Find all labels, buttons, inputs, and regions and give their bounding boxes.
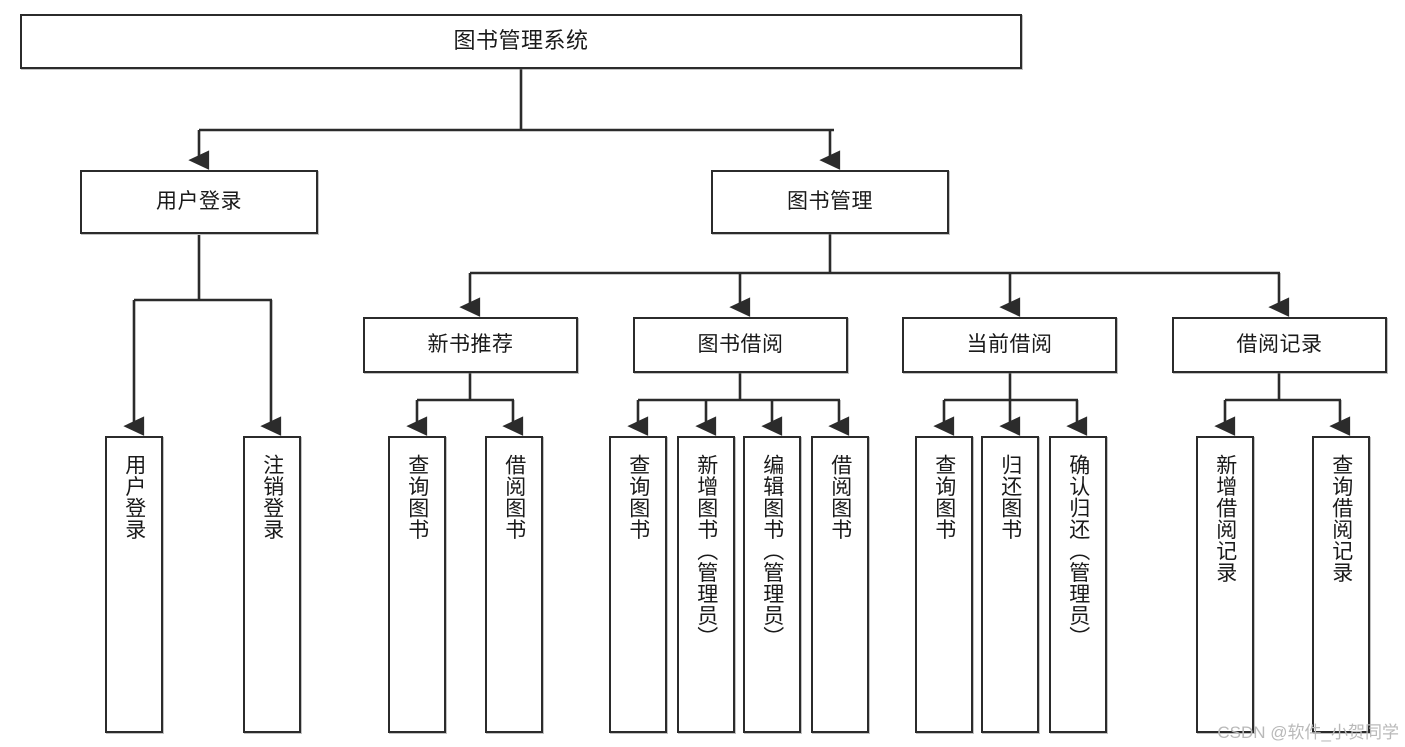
leaf-query-book-recommend[interactable]: 查询图书 <box>388 436 446 733</box>
node-label: 借阅图书 <box>828 454 852 540</box>
node-label: 新增借阅记录 <box>1213 454 1237 583</box>
leaf-user-login[interactable]: 用户登录 <box>105 436 163 733</box>
leaf-add-borrow-record[interactable]: 新增借阅记录 <box>1196 436 1254 733</box>
node-label: 图书管理系统 <box>453 28 589 54</box>
node-label: 借阅图书 <box>502 454 526 540</box>
node-root-book-management-system[interactable]: 图书管理系统 <box>20 14 1022 69</box>
node-label: 查询借阅记录 <box>1329 454 1353 583</box>
node-label: 图书借阅 <box>697 333 784 357</box>
node-borrow-record[interactable]: 借阅记录 <box>1172 317 1387 373</box>
leaf-borrow-book-recommend[interactable]: 借阅图书 <box>485 436 543 733</box>
csdn-watermark: CSDN @软件_小贺同学 <box>1217 723 1399 742</box>
node-label: 图书管理 <box>787 190 873 214</box>
node-label: 当前借阅 <box>966 333 1053 357</box>
node-book-management[interactable]: 图书管理 <box>711 170 949 234</box>
leaf-confirm-return[interactable]: 确认归还（管理员） <box>1049 436 1107 733</box>
leaf-logout[interactable]: 注销登录 <box>243 436 301 733</box>
node-label: 新增图书（管理员） <box>694 454 718 648</box>
node-label: 用户登录 <box>122 454 146 540</box>
node-label: 归还图书 <box>998 454 1022 540</box>
node-label: 用户登录 <box>156 190 242 214</box>
leaf-borrow-book[interactable]: 借阅图书 <box>811 436 869 733</box>
node-label: 新书推荐 <box>427 333 514 357</box>
node-label: 编辑图书（管理员） <box>760 454 784 648</box>
node-label: 查询图书 <box>626 454 650 540</box>
node-label: 查询图书 <box>932 454 956 540</box>
node-label: 查询图书 <box>405 454 429 540</box>
node-user-login[interactable]: 用户登录 <box>80 170 318 234</box>
node-label: 确认归还（管理员） <box>1066 454 1090 648</box>
leaf-query-book-current[interactable]: 查询图书 <box>915 436 973 733</box>
node-book-borrow[interactable]: 图书借阅 <box>633 317 848 373</box>
leaf-add-book[interactable]: 新增图书（管理员） <box>677 436 735 733</box>
node-new-book-recommend[interactable]: 新书推荐 <box>363 317 578 373</box>
node-label: 借阅记录 <box>1236 333 1323 357</box>
node-label: 注销登录 <box>260 454 284 540</box>
leaf-edit-book[interactable]: 编辑图书（管理员） <box>743 436 801 733</box>
leaf-query-book-borrow[interactable]: 查询图书 <box>609 436 667 733</box>
leaf-return-book[interactable]: 归还图书 <box>981 436 1039 733</box>
leaf-query-borrow-record[interactable]: 查询借阅记录 <box>1312 436 1370 733</box>
node-current-borrow[interactable]: 当前借阅 <box>902 317 1117 373</box>
